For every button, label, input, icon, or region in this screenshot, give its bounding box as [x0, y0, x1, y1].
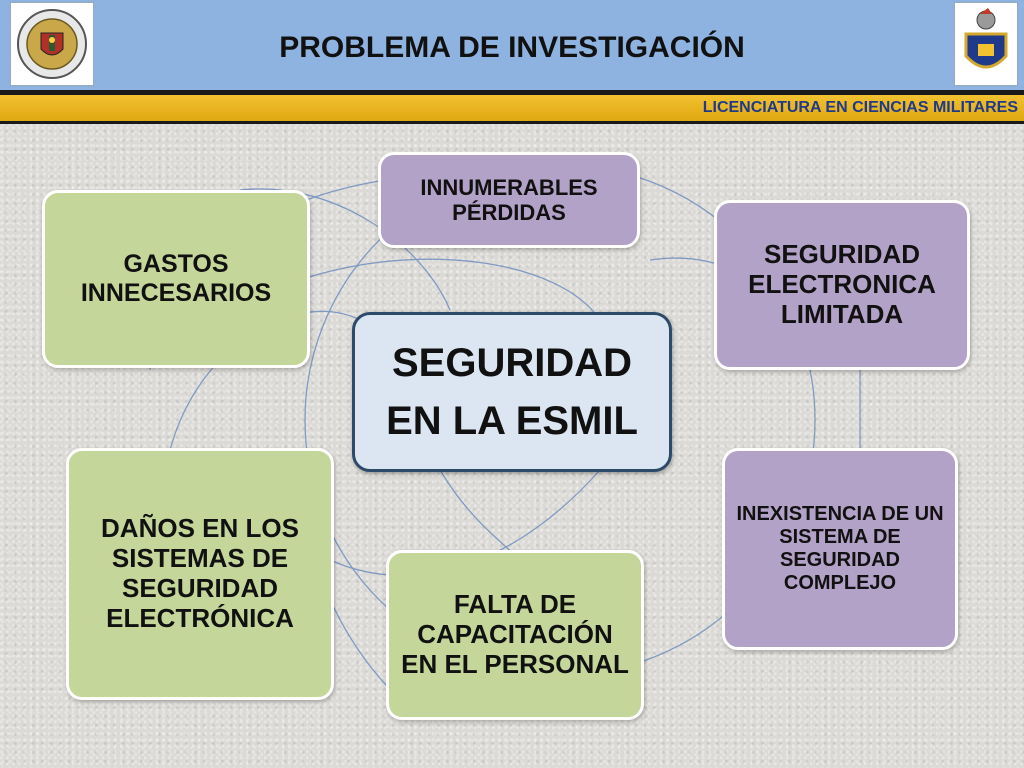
node-gastos-innecesarios: GASTOS INNECESARIOS: [42, 190, 310, 368]
knight-shield-icon: [954, 2, 1018, 86]
page-title: PROBLEMA DE INVESTIGACIÓN: [279, 31, 745, 64]
node-danos-sistemas: DAÑOS EN LOS SISTEMAS DE SEGURIDAD ELECT…: [66, 448, 334, 700]
node-label: INEXISTENCIA DE UN SISTEMA DE SEGURIDAD …: [736, 503, 944, 594]
header-bar: [0, 0, 1024, 90]
center-node: SEGURIDAD EN LA ESMIL: [352, 312, 672, 472]
node-innumerables-perdidas: INNUMERABLES PÉRDIDAS: [378, 152, 640, 248]
esmil-crest-icon: [10, 2, 94, 86]
program-subtitle: LICENCIATURA EN CIENCIAS MILITARES: [702, 99, 1018, 116]
node-label: INNUMERABLES PÉRDIDAS: [420, 174, 598, 225]
header-divider: [0, 90, 1024, 95]
gold-band: [0, 95, 1024, 121]
center-label: SEGURIDAD EN LA ESMIL: [386, 341, 638, 443]
header-divider-bottom: [0, 121, 1024, 124]
node-label: FALTA DE CAPACITACIÓN EN EL PERSONAL: [401, 589, 629, 679]
node-label: DAÑOS EN LOS SISTEMAS DE SEGURIDAD ELECT…: [101, 513, 299, 633]
node-inexistencia-sistema: INEXISTENCIA DE UN SISTEMA DE SEGURIDAD …: [722, 448, 958, 650]
node-falta-capacitacion: FALTA DE CAPACITACIÓN EN EL PERSONAL: [386, 550, 644, 720]
node-seguridad-electronica-limitada: SEGURIDAD ELECTRONICA LIMITADA: [714, 200, 970, 370]
node-label: SEGURIDAD ELECTRONICA LIMITADA: [748, 239, 936, 329]
node-label: GASTOS INNECESARIOS: [80, 250, 272, 307]
